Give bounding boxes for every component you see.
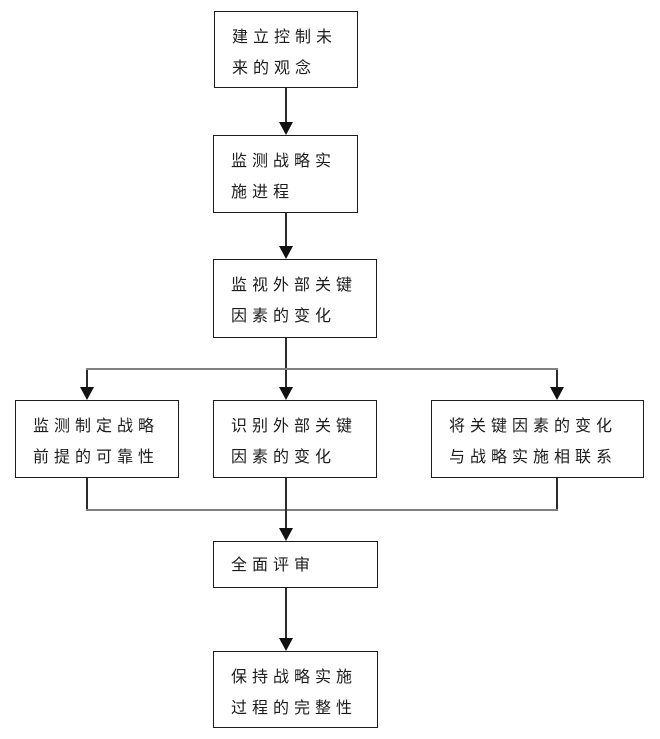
node-text-line: 识别外部关键 bbox=[231, 418, 358, 435]
flow-node-watch-external-key-factor-changes: 监视外部关键 因素的变化 bbox=[213, 259, 377, 338]
arrow-down-icon bbox=[550, 387, 564, 400]
flow-node-monitor-strategy-implementation-progress: 监测战略实 施进程 bbox=[213, 135, 358, 213]
node-text-line: 与战略实施相联系 bbox=[449, 449, 618, 466]
arrow-down-icon bbox=[279, 638, 293, 651]
merge-rail-line bbox=[86, 509, 558, 511]
node-text-line: 监测战略实 bbox=[231, 153, 337, 170]
flow-node-establish-future-control-concept: 建立控制未 来的观念 bbox=[214, 11, 358, 88]
node-text-line: 来的观念 bbox=[232, 60, 317, 77]
connector-line bbox=[285, 213, 287, 246]
connector-line bbox=[556, 370, 558, 387]
flow-node-monitor-strategy-premise-reliability: 监测制定战略 前提的可靠性 bbox=[15, 400, 179, 478]
node-text-line: 施进程 bbox=[231, 184, 295, 201]
arrow-down-icon bbox=[279, 246, 293, 259]
node-text-line: 过程的完整性 bbox=[231, 700, 358, 717]
node-text-line: 因素的变化 bbox=[231, 449, 337, 466]
arrow-down-icon bbox=[279, 387, 293, 400]
connector-line bbox=[285, 338, 287, 370]
arrow-down-icon bbox=[279, 122, 293, 135]
connector-line bbox=[285, 478, 287, 528]
node-text-line: 前提的可靠性 bbox=[33, 449, 160, 466]
node-text-line: 建立控制未 bbox=[232, 29, 338, 46]
connector-line bbox=[86, 478, 88, 511]
node-text-line: 将关键因素的变化 bbox=[449, 418, 618, 435]
node-text-line: 保持战略实施 bbox=[231, 669, 358, 686]
branch-rail-line bbox=[86, 368, 558, 370]
connector-line bbox=[285, 88, 287, 122]
flow-node-link-key-factor-changes-to-implementation: 将关键因素的变化 与战略实施相联系 bbox=[431, 400, 644, 478]
arrow-down-icon bbox=[80, 387, 94, 400]
node-text-line: 因素的变化 bbox=[231, 308, 337, 325]
arrow-down-icon bbox=[279, 528, 293, 541]
node-text-line: 监视外部关键 bbox=[231, 277, 358, 294]
flow-node-comprehensive-review: 全面评审 bbox=[213, 541, 378, 588]
flow-node-maintain-implementation-process-integrity: 保持战略实施 过程的完整性 bbox=[213, 651, 378, 728]
connector-line bbox=[285, 370, 287, 387]
flow-node-identify-external-key-factor-changes: 识别外部关键 因素的变化 bbox=[213, 400, 377, 478]
connector-line bbox=[556, 478, 558, 511]
node-text-line: 全面评审 bbox=[231, 557, 316, 574]
connector-line bbox=[86, 370, 88, 387]
connector-line bbox=[285, 588, 287, 638]
node-text-line: 监测制定战略 bbox=[33, 418, 160, 435]
